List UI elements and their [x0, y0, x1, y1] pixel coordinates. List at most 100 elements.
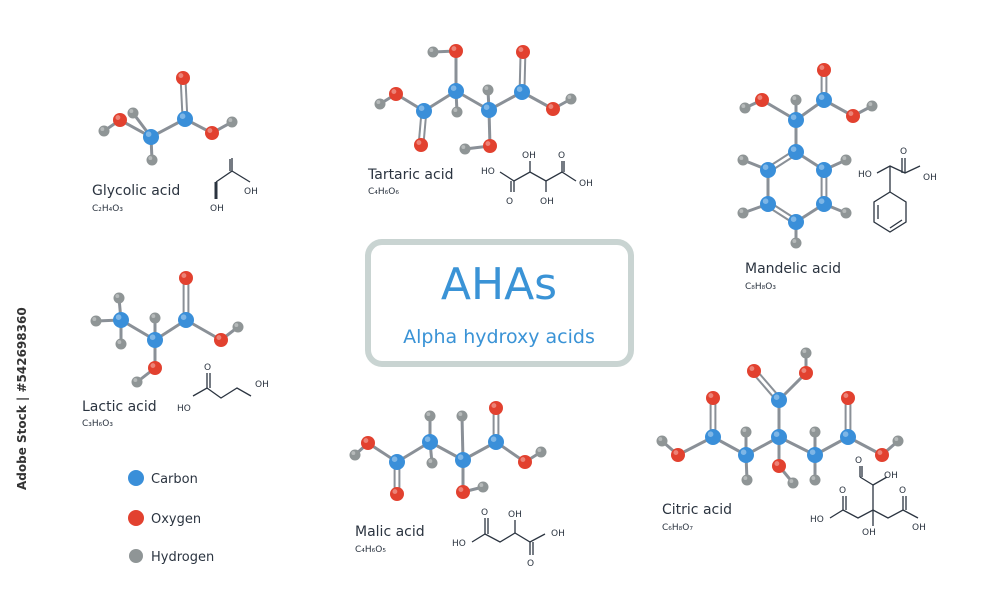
atom-highlight: [426, 412, 431, 417]
oxygen-atom: [483, 139, 497, 153]
atom-highlight: [843, 393, 849, 398]
atom-highlight: [520, 457, 526, 462]
hydrogen-atom: [226, 116, 238, 128]
atom-highlight: [180, 314, 187, 321]
title-main: AHAs: [441, 259, 557, 310]
atom-highlight: [100, 127, 105, 131]
atom-highlight: [491, 403, 497, 408]
oxygen-atom-icon: [128, 510, 144, 526]
atom-highlight: [762, 198, 769, 204]
atom-highlight: [391, 89, 397, 95]
hydrogen-atom: [737, 207, 749, 219]
malic-skel-oh-2: OH: [551, 529, 565, 539]
atom-highlight: [842, 431, 849, 438]
hydrogen-atom: [131, 376, 143, 388]
molecule-labels: Glycolic acid C₂H₄O₃ Tartaric acid C₄H₆O…: [82, 167, 841, 555]
glycolic-model: [98, 71, 238, 166]
atom-highlight: [739, 209, 744, 213]
hydrogen-atom-icon: [129, 549, 143, 563]
tartaric-skel-oh-2: OH: [540, 197, 554, 207]
atom-highlight: [363, 438, 369, 443]
atom-highlight: [451, 46, 457, 51]
atom-highlight: [848, 111, 854, 117]
malic-skel-ho: HO: [452, 539, 466, 549]
atom-highlight: [809, 449, 816, 456]
carbon-atom: [481, 102, 497, 118]
oxygen-atom: [546, 102, 560, 116]
atom-highlight: [743, 476, 748, 481]
atom-highlight: [658, 437, 663, 442]
carbon-atom: [488, 434, 504, 450]
glycolic-skel-oh: OH: [244, 187, 258, 197]
malic-skel-o-1: O: [481, 508, 488, 518]
tartaric-model: [374, 44, 577, 155]
atom-highlight: [757, 95, 763, 101]
oxygen-atom: [214, 333, 228, 347]
citric-formula: C₆H₈O₇: [662, 523, 693, 533]
mandelic-skel-o: O: [900, 147, 907, 157]
glycolic-name: Glycolic acid: [92, 183, 180, 199]
atom-highlight: [790, 216, 797, 222]
atom-highlight: [741, 104, 746, 108]
hydrogen-atom: [427, 46, 439, 58]
carbon-atom: [738, 447, 754, 463]
atom-highlight: [418, 105, 425, 111]
hydrogen-atom: [800, 347, 812, 359]
oxygen-atom: [841, 391, 855, 405]
oxygen-atom: [875, 448, 889, 462]
atom-highlight: [150, 363, 156, 368]
hydrogen-atom: [477, 481, 489, 493]
atom-highlight: [739, 156, 744, 160]
hydrogen-atom: [840, 207, 852, 219]
hydrogen-atom: [456, 410, 468, 422]
atom-highlight: [868, 102, 873, 106]
hydrogen-atom: [127, 107, 139, 119]
atom-highlight: [792, 239, 797, 243]
oxygen-atom: [205, 126, 219, 140]
carbon-atom: [178, 312, 194, 328]
lactic-skel-ho: HO: [177, 404, 191, 414]
carbon-atom: [113, 312, 129, 328]
atom-highlight: [818, 94, 825, 100]
mandelic-formula: C₈H₈O₃: [745, 282, 776, 292]
citric-model: [656, 347, 904, 489]
atom-highlight: [145, 131, 152, 137]
atom-highlight: [133, 378, 138, 383]
atom-highlight: [453, 108, 458, 112]
atom-highlight: [115, 115, 121, 121]
hydrogen-atom: [790, 237, 802, 249]
atom-highlight: [842, 209, 847, 213]
legend-item-hydrogen: Hydrogen: [129, 549, 214, 565]
lactic-skel-o: O: [204, 363, 211, 373]
atom-highlight: [115, 294, 120, 299]
glycolic-skeletal: [214, 158, 251, 199]
atom-highlight: [811, 428, 816, 433]
atom-highlight: [115, 314, 122, 321]
atom-highlight: [877, 450, 883, 455]
oxygen-atom: [799, 366, 813, 380]
hydrogen-atom: [424, 410, 436, 422]
atom-highlight: [428, 459, 433, 464]
atom-highlight: [818, 198, 825, 204]
malic-model: [349, 401, 547, 501]
hydrogen-atom: [840, 154, 852, 166]
hydrogen-atom: [740, 426, 752, 438]
oxygen-atom: [179, 271, 193, 285]
lactic-skel-oh: OH: [255, 380, 269, 390]
oxygen-atom: [176, 71, 190, 85]
atom-highlight: [516, 86, 523, 92]
ball-and-stick-models: [90, 44, 904, 501]
tartaric-skel-oh-1: OH: [522, 151, 536, 161]
title-box-frame: [365, 239, 634, 367]
atom-highlight: [774, 461, 780, 466]
atom-highlight: [818, 164, 825, 170]
atom-highlight: [749, 366, 755, 371]
carbon-atom: [816, 162, 832, 178]
malic-formula: C₄H₆O₅: [355, 545, 386, 555]
carbon-atom: [760, 196, 776, 212]
legend-label-carbon: Carbon: [151, 472, 198, 487]
atom-highlight: [789, 479, 794, 484]
glycolic-formula: C₂H₄O₃: [92, 204, 123, 214]
carbon-atom: [455, 452, 471, 468]
atom-highlight: [790, 146, 797, 152]
